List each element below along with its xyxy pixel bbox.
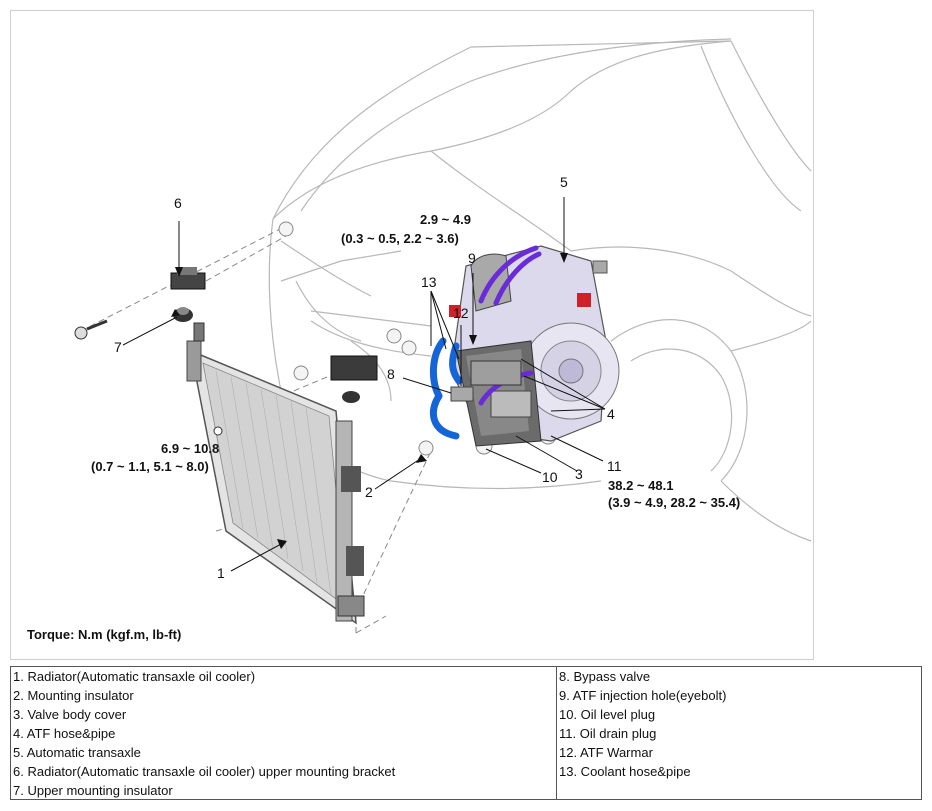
torque-spec-left: 6.9 ~ 10.8 [161,440,219,457]
callout-10: 10 [542,469,558,485]
callout-11: 11 [607,458,622,474]
legend-item: 7. Upper mounting insulator [13,783,173,798]
legend-item: 2. Mounting insulator [13,688,134,703]
atf-warmer [470,360,522,386]
callout-13: 13 [421,274,437,290]
legend-item: 1. Radiator(Automatic transaxle oil cool… [13,669,256,684]
torque-spec-right: 38.2 ~ 48.1 (3.9 ~ 4.9, 28.2 ~ 35.4) [608,477,740,511]
legend-item: 4. ATF hose&pipe [13,726,116,741]
callout-2: 2 [365,484,373,500]
exploded-diagram: 6 7 5 9 13 12 8 4 11 3 10 2 1 2.9 ~ 4.9 … [10,10,814,660]
legend-item: 9. ATF injection hole(eyebolt) [559,688,727,703]
torque-spec-left-nm: 6.9 ~ 10.8 [161,441,220,456]
diagram-artwork [74,38,812,634]
callout-9: 9 [468,250,476,266]
legend-item: 13. Coolant hose&pipe [559,764,691,779]
torque-spec-left-detail: (0.7 ~ 1.1, 5.1 ~ 8.0) [91,458,209,475]
callout-8: 8 [387,366,395,382]
upper-mounting-insulator [173,307,193,322]
car-body-outline [268,38,812,542]
legend-column-left: 1. Radiator(Automatic transaxle oil cool… [11,667,557,800]
callout-4: 4 [607,406,615,422]
torque-spec-right-kgf: (3.9 ~ 4.9, 28.2 ~ 35.4) [608,495,741,510]
upper-mounting-bracket [170,267,206,290]
callout-12: 12 [453,305,469,321]
legend-item: 3. Valve body cover [13,707,127,722]
legend-item: 10. Oil level plug [559,707,656,722]
parts-legend-table: 1. Radiator(Automatic transaxle oil cool… [11,667,921,800]
leader-arrowheads [171,253,568,549]
bypass-valve [450,386,474,402]
radiator [186,322,365,625]
torque-spec-top-nm: 2.9 ~ 4.9 [420,212,471,227]
legend-item: 11. Oil drain plug [559,726,657,741]
torque-spec-top-detail: (0.3 ~ 0.5, 2.2 ~ 3.6) [341,230,459,247]
bolt [74,319,108,340]
torque-spec-top-kgf: (0.3 ~ 0.5, 2.2 ~ 3.6) [341,231,459,246]
legend-column-right: 8. Bypass valve 9. ATF injection hole(ey… [557,667,922,800]
torque-spec-right-nm: 38.2 ~ 48.1 [608,478,674,493]
legend-item: 6. Radiator(Automatic transaxle oil cool… [13,764,396,779]
torque-spec-left-kgf: (0.7 ~ 1.1, 5.1 ~ 8.0) [91,459,209,474]
automatic-transaxle [449,245,620,447]
callout-5: 5 [560,174,568,190]
torque-spec-top: 2.9 ~ 4.9 [419,211,471,228]
leader-lines [122,197,606,572]
callout-1: 1 [217,565,225,581]
callout-3: 3 [575,466,583,482]
callout-7: 7 [114,339,122,355]
torque-unit-note: Torque: N.m (kgf.m, lb-ft) [27,627,182,642]
mounting-bracket-lower [330,355,378,403]
legend-item: 8. Bypass valve [559,669,651,684]
parts-legend: 1. Radiator(Automatic transaxle oil cool… [10,666,922,800]
callout-6: 6 [174,195,182,211]
legend-item: 5. Automatic transaxle [13,745,141,760]
legend-item: 12. ATF Warmar [559,745,653,760]
